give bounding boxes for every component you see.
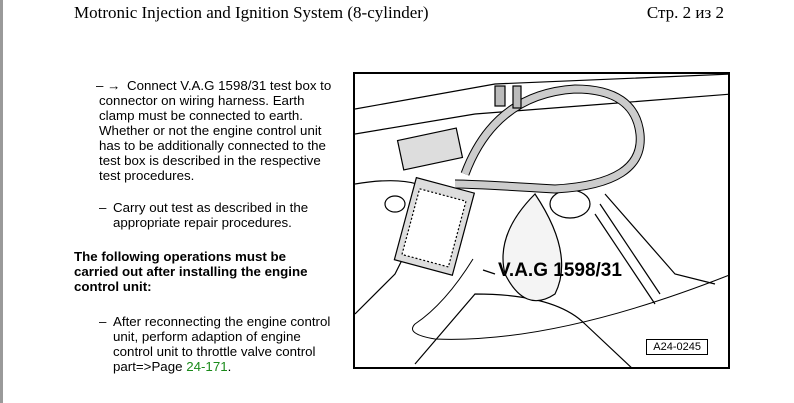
step-dash: – → [96, 78, 121, 93]
step-carry-out-test: – Carry out test as described in the app… [99, 200, 339, 230]
step-dash: – [99, 200, 107, 215]
step-text: After reconnecting the engine control un… [113, 314, 331, 374]
page-indicator: Стр. 2 из 2 [646, 3, 724, 22]
step-text: Connect V.A.G 1598/31 test box to connec… [99, 78, 332, 183]
test-box-callout: V.A.G 1598/31 [498, 260, 622, 281]
step-connect-test-box: – → Connect V.A.G 1598/31 test box to co… [96, 78, 339, 183]
step-dash: – [99, 314, 107, 329]
step-adaption: – After reconnecting the engine control … [99, 314, 344, 374]
note-heading: The following operations must be carried… [74, 249, 308, 294]
step-text: Carry out test as described in the appro… [113, 200, 309, 230]
page-link[interactable]: 24-171 [186, 359, 228, 374]
engine-drawing [355, 74, 728, 367]
engine-illustration: V.A.G 1598/31 A24-0245 [353, 72, 730, 369]
figure-id: A24-0245 [646, 339, 708, 355]
document-title: Motronic Injection and Ignition System (… [74, 3, 429, 22]
left-border [0, 0, 3, 403]
